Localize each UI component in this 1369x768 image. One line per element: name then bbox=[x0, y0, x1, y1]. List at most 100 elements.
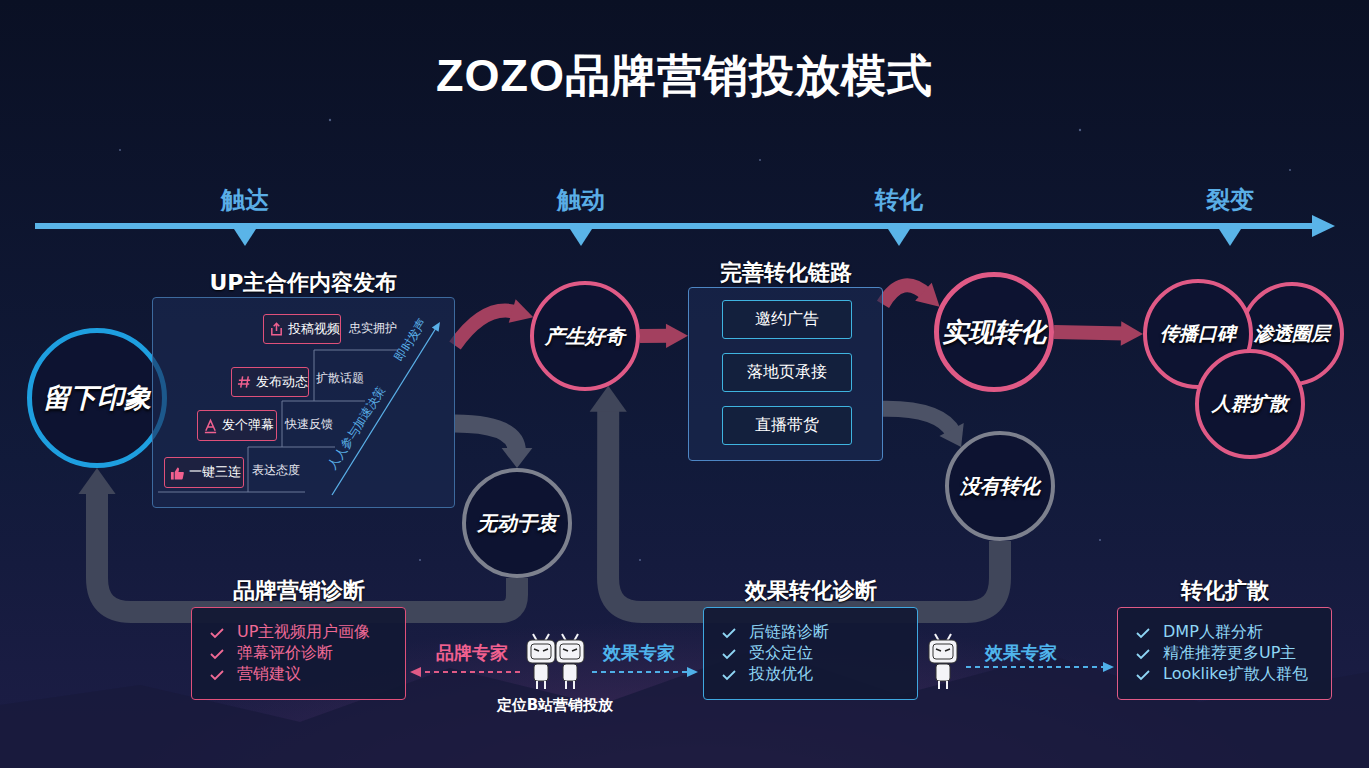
check-stroke bbox=[1137, 650, 1149, 658]
circle-label: 无动于衷 bbox=[462, 468, 572, 578]
annotation-label: 快速反馈 bbox=[285, 416, 333, 433]
check-mark bbox=[1136, 648, 1150, 660]
arrow-shaft bbox=[455, 311, 516, 346]
arrow-head bbox=[1121, 321, 1143, 345]
check-mark bbox=[210, 648, 224, 660]
arrow-head bbox=[509, 299, 534, 322]
check-item: DMP人群分析 bbox=[1136, 622, 1331, 643]
staircase bbox=[158, 350, 398, 492]
action-button: 发布动态 bbox=[231, 367, 309, 397]
dashed-pointer bbox=[966, 666, 1104, 668]
annotation-label: 表达态度 bbox=[252, 462, 300, 479]
check-mark bbox=[210, 669, 224, 681]
growth-arrow-head bbox=[432, 322, 440, 332]
channel-box: 直播带货 bbox=[722, 406, 852, 445]
arrow-shaft bbox=[883, 409, 954, 433]
action-button: 投稿视频 bbox=[263, 314, 341, 344]
button-label: 投稿视频 bbox=[288, 321, 340, 338]
check-text: 弹幕评价诊断 bbox=[237, 643, 333, 664]
check-mark bbox=[722, 648, 736, 660]
check-stroke bbox=[211, 671, 223, 679]
annotation-label: 忠实拥护 bbox=[349, 320, 397, 337]
stage-circle: 没有转化 bbox=[945, 431, 1055, 541]
action-button: 一键三连 bbox=[164, 457, 244, 488]
diagnosis-box: 效果转化诊断后链路诊断受众定位投放优化 bbox=[703, 607, 918, 700]
timeline-tick bbox=[570, 229, 592, 246]
channel-label: 直播带货 bbox=[755, 415, 819, 436]
box-heading: 效果转化诊断 bbox=[745, 576, 877, 606]
arrow-head bbox=[666, 324, 688, 348]
dashed-pointer-head bbox=[687, 667, 698, 677]
dashed-pointer bbox=[592, 671, 688, 673]
stage-circle: 留下印象 bbox=[27, 328, 167, 468]
stars bbox=[119, 119, 1291, 561]
arrow-head bbox=[939, 423, 963, 447]
box-heading: 转化扩散 bbox=[1181, 576, 1269, 606]
diagram-title: ZOZO品牌营销投放模式 bbox=[0, 46, 1369, 106]
flow-arrow bbox=[590, 386, 1000, 612]
check-item: 后链路诊断 bbox=[722, 622, 917, 643]
dashed-pointer bbox=[420, 671, 520, 673]
check-stroke bbox=[211, 629, 223, 637]
check-text: DMP人群分析 bbox=[1163, 622, 1263, 643]
arrow-shaft bbox=[640, 329, 670, 343]
check-text: 精准推荐更多UP主 bbox=[1163, 643, 1296, 664]
arrow-shaft bbox=[455, 424, 517, 452]
check-stroke bbox=[1137, 671, 1149, 679]
button-label: 发布动态 bbox=[256, 374, 308, 391]
check-stroke bbox=[723, 629, 735, 637]
arrow-shaft bbox=[1054, 332, 1125, 334]
check-stroke bbox=[1137, 629, 1149, 637]
arrow-head bbox=[78, 468, 115, 494]
icon-part bbox=[175, 467, 184, 479]
mascot bbox=[556, 634, 584, 689]
diagnosis-box: 品牌营销诊断UP主视频用户画像弹幕评价诊断营销建议 bbox=[191, 607, 406, 700]
check-item: 营销建议 bbox=[210, 664, 405, 685]
check-item: 精准推荐更多UP主 bbox=[1136, 643, 1331, 664]
button-icon bbox=[269, 321, 284, 337]
check-stroke bbox=[211, 650, 223, 658]
flow-arrow bbox=[883, 283, 940, 307]
flow-arrow bbox=[1054, 321, 1143, 345]
timeline-tick bbox=[234, 229, 256, 246]
circle-label: 实现转化 bbox=[934, 272, 1054, 392]
stage-circle: 产生好奇 bbox=[530, 281, 640, 391]
annotation-label: 品牌专家 bbox=[436, 641, 508, 665]
check-text: 营销建议 bbox=[237, 664, 301, 685]
check-item: UP主视频用户画像 bbox=[210, 622, 405, 643]
check-text: 投放优化 bbox=[749, 664, 813, 685]
button-icon bbox=[203, 418, 218, 434]
timeline-axis bbox=[35, 223, 1314, 229]
annotation-label: 触达 bbox=[221, 184, 269, 216]
mascot bbox=[527, 634, 555, 689]
growth-arrow bbox=[332, 328, 436, 495]
icon-part bbox=[205, 420, 216, 432]
button-label: 发个弹幕 bbox=[222, 417, 274, 434]
icon-part bbox=[171, 472, 174, 480]
check-mark bbox=[722, 669, 736, 681]
check-mark bbox=[722, 627, 736, 639]
annotation-label: 转化 bbox=[875, 184, 923, 216]
channel-box: 邀约广告 bbox=[722, 300, 852, 339]
annotation-label: 扩散话题 bbox=[316, 370, 364, 387]
box-heading: 品牌营销诊断 bbox=[233, 576, 365, 606]
check-mark bbox=[210, 627, 224, 639]
button-label: 一键三连 bbox=[189, 464, 241, 481]
timeline-head bbox=[1312, 215, 1335, 237]
circle-label: 留下印象 bbox=[27, 328, 167, 468]
check-item: Looklike扩散人群包 bbox=[1136, 664, 1331, 685]
circle-label: 没有转化 bbox=[945, 431, 1055, 541]
annotation-label: 触动 bbox=[557, 184, 605, 216]
check-text: UP主视频用户画像 bbox=[237, 622, 370, 643]
circle-label: 产生好奇 bbox=[530, 281, 640, 391]
arrow-shaft bbox=[608, 407, 1000, 612]
check-item: 受众定位 bbox=[722, 643, 917, 664]
dashed-pointer-head bbox=[410, 667, 421, 677]
timeline-tick bbox=[1219, 229, 1241, 246]
group-box: 完善转化链路邀约广告落地页承接直播带货 bbox=[688, 287, 883, 461]
action-button: 发个弹幕 bbox=[197, 410, 277, 441]
annotation-label: 裂变 bbox=[1206, 184, 1254, 216]
box-heading: 完善转化链路 bbox=[720, 258, 852, 288]
